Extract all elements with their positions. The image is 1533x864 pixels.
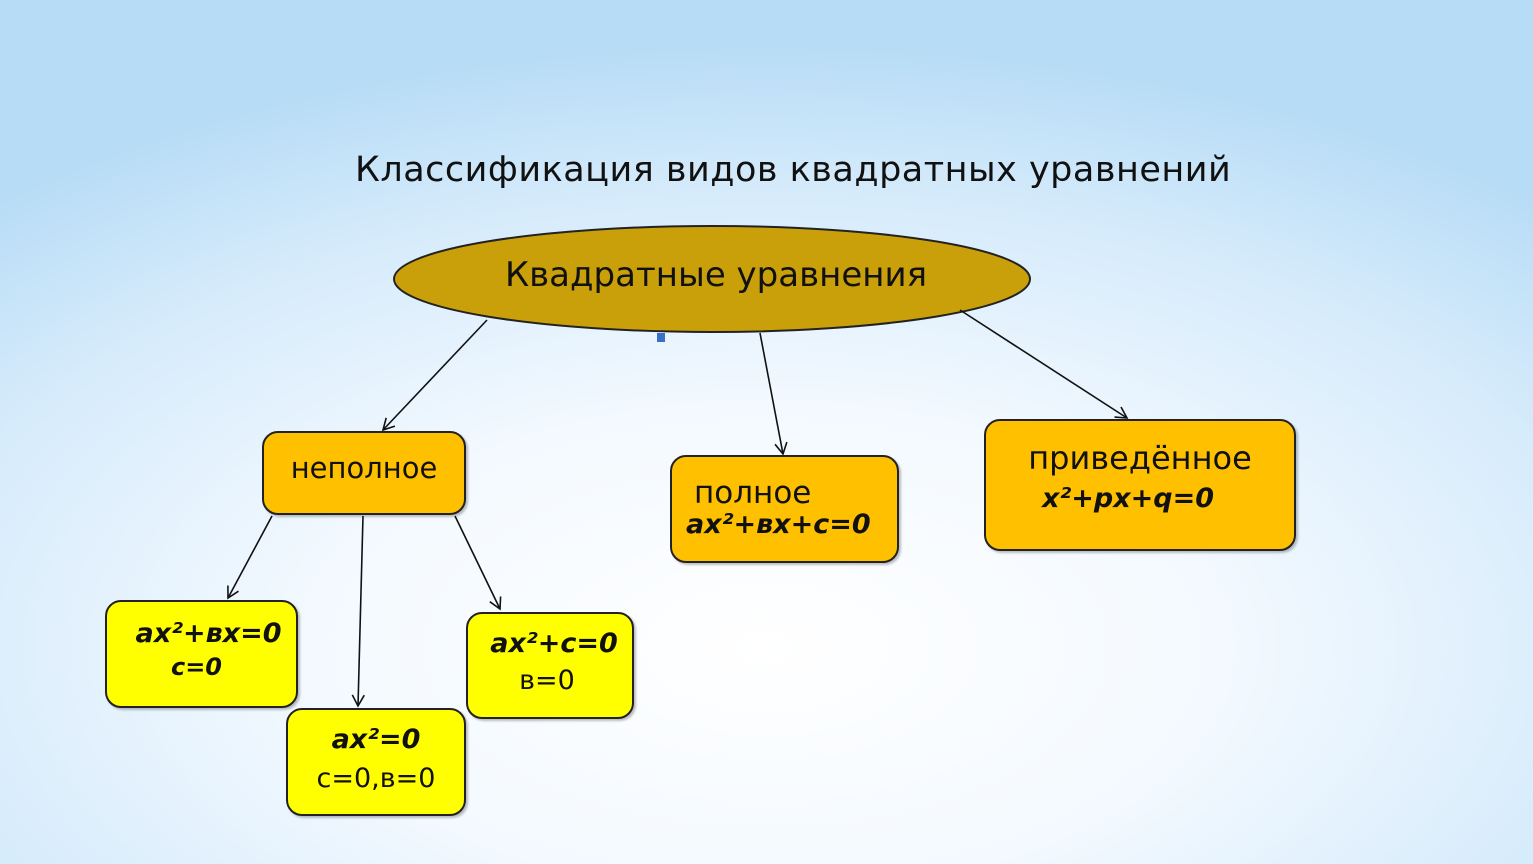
subtype-node-1: ax²+вx=0 c=0 xyxy=(105,600,298,708)
incomplete-node: неполное xyxy=(262,431,466,515)
subtype-node-3: ax²+c=0 в=0 xyxy=(466,612,634,719)
reduced-node: приведённое x²+px+q=0 xyxy=(984,419,1296,551)
subtype-condition: c=0,в=0 xyxy=(316,763,436,794)
root-ellipse xyxy=(393,225,1031,333)
diagram-title: Классификация видов квадратных уравнений xyxy=(355,150,1232,190)
arrow-incomplete-sub2 xyxy=(351,515,365,708)
arrow-root-reduced xyxy=(959,309,1129,419)
arrow-incomplete-sub1 xyxy=(227,515,273,600)
subtype-equation: ax²=0 xyxy=(331,724,421,755)
arrow-incomplete-sub3 xyxy=(454,515,502,611)
reduced-equation: x²+px+q=0 xyxy=(1042,483,1214,514)
subtype-equation: ax²+вx=0 xyxy=(135,618,282,649)
root-label: Квадратные уравнения xyxy=(505,255,928,295)
small-marker xyxy=(657,333,665,342)
subtype-equation: ax²+c=0 xyxy=(490,628,618,659)
subtype-condition: в=0 xyxy=(519,665,575,696)
complete-equation: ax²+вx+c=0 xyxy=(686,509,871,540)
arrow-root-incomplete xyxy=(381,319,488,432)
reduced-label: приведённое xyxy=(1028,439,1252,477)
subtype-node-2: ax²=0 c=0,в=0 xyxy=(286,708,466,816)
incomplete-label: неполное xyxy=(290,451,438,485)
subtype-condition: c=0 xyxy=(170,653,223,681)
arrow-root-complete xyxy=(759,332,788,456)
complete-node: полное ax²+вx+c=0 xyxy=(670,455,899,563)
complete-label: полное xyxy=(694,475,812,511)
